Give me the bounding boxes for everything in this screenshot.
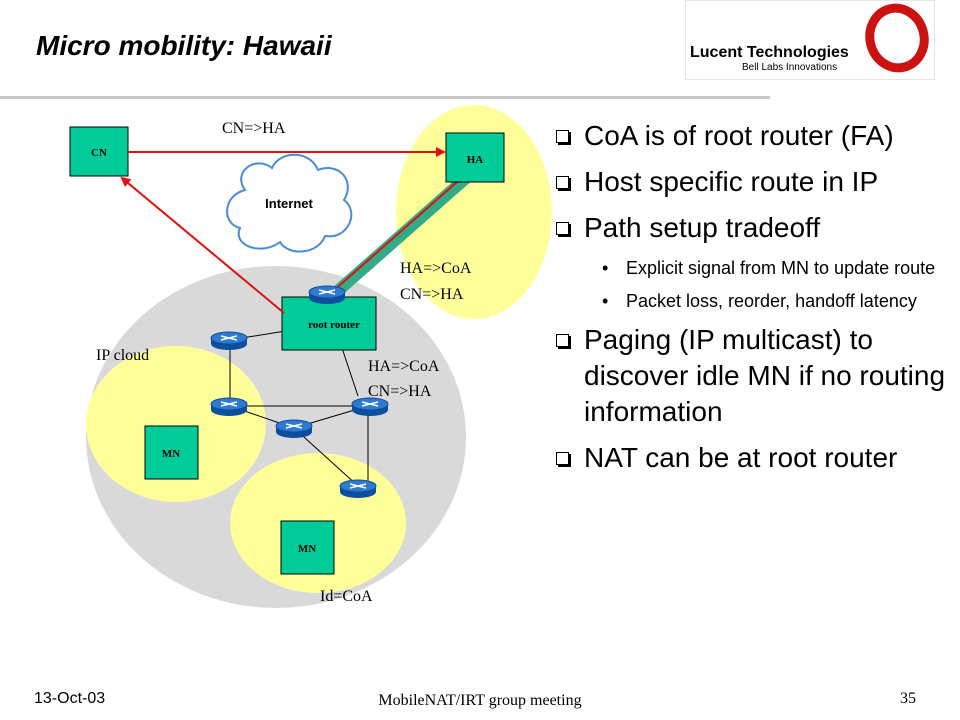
mn2-node [280,520,335,575]
mn2-label: MN [298,543,316,555]
bullet-item: Path setup tradeoff [556,210,956,246]
cn-label: CN [91,147,107,159]
sub-bullet-text: Explicit signal from MN to update route [626,258,936,278]
logo-company: Lucent Technologies [690,44,849,61]
cn-ha-label: CN=>HA [400,286,464,303]
internet-cloud-icon [226,153,353,253]
ip-cloud-label: IP cloud [96,347,149,364]
bullet-item: Host specific route in IP [556,164,956,200]
router-icon [339,479,377,499]
bullet-text: Host specific route in IP [584,166,879,197]
slide-title: Micro mobility: Hawaii [36,30,332,61]
ha-node [445,132,505,183]
dot-bullet-icon: • [602,258,609,278]
square-bullet-icon [556,130,569,143]
footer-date: 13-Oct-03 [34,690,106,707]
router-icon [210,397,248,417]
bullet-item: CoA is of root router (FA) [556,118,956,154]
sub-bullet-item: • Packet loss, reorder, handoff latency [556,289,956,314]
ha-label: HA [467,154,484,166]
square-bullet-icon [556,222,569,235]
sub-bullet-text: Packet loss, reorder, handoff latency [626,291,917,311]
cn-ha-label: CN=>HA [222,120,286,137]
sub-bullet-item: • Explicit signal from MN to update rout… [556,256,956,281]
mn1-node [144,425,199,480]
router-icon [351,397,389,417]
square-bullet-icon [556,176,569,189]
bullet-list: CoA is of root router (FA) Host specific… [556,118,956,486]
logo-tagline: Bell Labs Innovations [742,62,838,73]
ha-coa-label: HA=>CoA [368,358,440,375]
network-diagram: Internet root router CN HA [69,105,552,608]
lucent-logo [685,0,935,80]
ha-coa-label: HA=>CoA [400,260,472,277]
header-divider [0,96,770,99]
cn-ha-label: CN=>HA [368,383,432,400]
tunnel-band [328,173,470,301]
bullet-item: NAT can be at root router [556,440,956,476]
root-router-label: root router [308,319,360,331]
lucent-ring-icon [865,3,929,73]
bullet-text: Paging (IP multicast) to discover idle M… [584,324,946,427]
id-coa-label: Id=CoA [320,588,373,605]
router-icon [308,285,346,305]
page-number: 35 [900,690,916,707]
router-icon [275,419,313,439]
square-bullet-icon [556,452,569,465]
root-router-node [281,296,377,351]
mn1-region [86,346,266,502]
root-to-cn-arrow [120,176,285,314]
footer-title: MobileNAT/IRT group meeting [378,692,582,709]
square-bullet-icon [556,334,569,347]
router-icon [210,331,248,351]
dot-bullet-icon: • [602,291,609,311]
bullet-text: NAT can be at root router [584,442,898,473]
internet-label: Internet [265,196,313,211]
bullet-text: CoA is of root router (FA) [584,120,894,151]
bullet-text: Path setup tradeoff [584,212,821,243]
bullet-item: Paging (IP multicast) to discover idle M… [556,322,956,430]
ha-region [396,105,552,319]
mn1-label: MN [162,448,180,460]
tunnel-arrow [331,173,467,293]
